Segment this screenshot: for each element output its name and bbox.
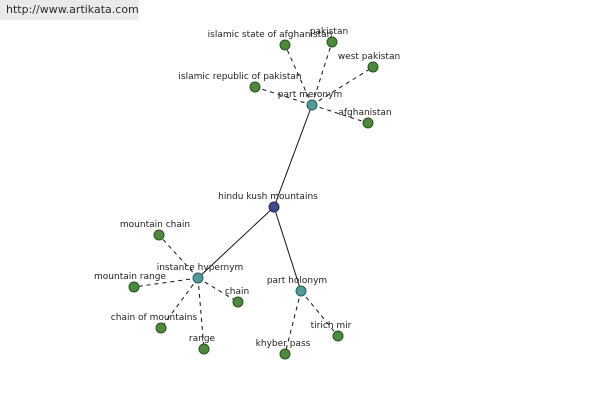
edge-part-meronym-to-islamic-state-of-afghanistan	[284, 44, 313, 106]
edge-part-meronym-to-west-pakistan	[311, 66, 374, 106]
node-range[interactable]	[198, 343, 210, 355]
label-chain-of-mountains: chain of mountains	[111, 313, 198, 323]
node-chain-of-mountains[interactable]	[155, 322, 167, 334]
node-west-pakistan[interactable]	[367, 61, 379, 73]
edge-part-meronym-to-pakistan	[311, 41, 333, 106]
node-instance-hypernym[interactable]	[192, 272, 204, 284]
label-afghanistan: afghanistan	[338, 108, 391, 118]
node-tirich-mir[interactable]	[332, 330, 344, 342]
label-islamic-state-of-afghanistan: islamic state of afghanistan	[208, 30, 333, 40]
edge-part-holonym-to-khyber-pass	[284, 290, 302, 355]
node-islamic-state-of-afghanistan[interactable]	[279, 39, 291, 51]
node-mountain-chain[interactable]	[153, 229, 165, 241]
edge-part-meronym-to-islamic-republic-of-pakistan	[254, 86, 313, 106]
label-part-holonym: part holonym	[267, 276, 327, 286]
edge-part-holonym-to-tirich-mir	[300, 290, 339, 337]
node-part-meronym[interactable]	[306, 99, 318, 111]
label-pakistan: pakistan	[310, 27, 348, 37]
label-instance-hypernym: instance hypernym	[157, 263, 244, 273]
node-pakistan[interactable]	[326, 36, 338, 48]
edge-root-to-instance-hypernym	[197, 206, 275, 279]
label-range: range	[189, 334, 216, 344]
label-mountain-range: mountain range	[94, 272, 166, 282]
node-chain[interactable]	[232, 296, 244, 308]
node-islamic-republic-of-pakistan[interactable]	[249, 81, 261, 93]
nodes-layer	[128, 36, 379, 360]
edges-layer	[133, 41, 374, 355]
label-root: hindu kush mountains	[218, 192, 318, 202]
label-tirich-mir: tirich mir	[311, 321, 352, 331]
edge-root-to-part-holonym	[273, 206, 302, 292]
label-chain: chain	[225, 287, 249, 297]
label-islamic-republic-of-pakistan: islamic republic of pakistan	[178, 72, 301, 82]
edge-instance-hypernym-to-mountain-range	[133, 277, 199, 288]
node-mountain-range[interactable]	[128, 281, 140, 293]
node-root[interactable]	[268, 201, 280, 213]
edge-instance-hypernym-to-range	[197, 277, 205, 350]
edge-root-to-part-meronym	[273, 104, 313, 208]
label-khyber-pass: khyber pass	[256, 339, 311, 349]
node-afghanistan[interactable]	[362, 117, 374, 129]
label-west-pakistan: west pakistan	[338, 52, 400, 62]
node-part-holonym[interactable]	[295, 285, 307, 297]
label-part-meronym: part meronym	[278, 90, 342, 100]
node-khyber-pass[interactable]	[279, 348, 291, 360]
edge-part-meronym-to-afghanistan	[311, 104, 369, 124]
edge-instance-hypernym-to-chain-of-mountains	[160, 277, 199, 329]
watermark-url: http://www.artikata.com	[0, 0, 139, 20]
edge-instance-hypernym-to-mountain-chain	[158, 234, 199, 279]
label-mountain-chain: mountain chain	[120, 220, 190, 230]
